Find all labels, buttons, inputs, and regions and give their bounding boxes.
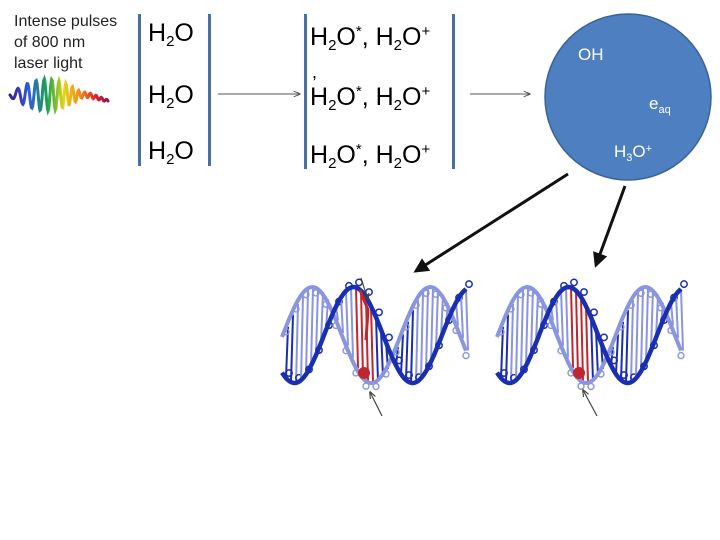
dna-sugar-ring xyxy=(462,351,470,360)
dna-base-pair xyxy=(430,287,434,362)
solvated-electron-label: eaq xyxy=(649,94,671,116)
dna-base-pair xyxy=(375,317,379,382)
dna-base-pair xyxy=(310,287,314,366)
dna-base-pair xyxy=(315,287,319,356)
dna-backbone-front xyxy=(495,284,683,386)
dna-base-pair xyxy=(515,295,519,381)
dna-base-pair xyxy=(420,292,424,379)
dna-base-pair xyxy=(285,326,289,379)
dna-helix-left xyxy=(280,278,473,391)
dna-base-pair xyxy=(640,288,644,372)
dna-base-pair xyxy=(380,329,384,377)
dna-sugar-ring xyxy=(677,351,685,360)
dna-damage-site xyxy=(358,367,370,379)
dna-base-pair xyxy=(555,297,559,334)
dna-backbone-back xyxy=(280,284,468,386)
excited-ion-row-1: H2O*, H2O+ xyxy=(310,23,431,54)
hydronium-label: H3O+ xyxy=(614,142,653,164)
dna-base-pair xyxy=(350,287,354,358)
excited-ion-row-2: H2O*, H2O+ xyxy=(310,83,431,114)
dna-base-pair xyxy=(625,310,629,383)
water-molecule-3: H2O xyxy=(148,137,194,168)
dna-base-pair xyxy=(560,290,564,346)
dna-base-pair xyxy=(650,289,654,351)
water-molecule-2: H2O xyxy=(148,81,194,112)
dna-backbone-back xyxy=(495,284,683,386)
dna-base-pair xyxy=(305,289,309,375)
dna-base-pair xyxy=(675,294,679,339)
damage-pointer-left-bottom xyxy=(370,392,383,417)
dna-base-pair xyxy=(535,292,539,343)
dna-damage-site xyxy=(573,367,585,379)
dna-base-pair xyxy=(645,287,649,362)
stray-mark: , xyxy=(312,62,318,82)
dna-backbone-front xyxy=(280,284,468,386)
dna-helix-right xyxy=(495,278,688,391)
bracket-col1-left xyxy=(138,14,141,166)
dna-base-pair xyxy=(500,326,504,379)
dna-base-pair xyxy=(635,292,639,379)
dna-base-pair xyxy=(460,294,464,339)
bracket-col2-right xyxy=(452,14,455,169)
dna-base-pair xyxy=(595,329,599,377)
dna-base-pair xyxy=(295,303,299,383)
water-molecule-1: H2O xyxy=(148,19,194,50)
arrow-to-dna-left xyxy=(413,172,569,273)
dna-sugar-ring xyxy=(680,280,688,289)
dna-base-pair xyxy=(580,297,584,382)
dna-base-pair xyxy=(530,287,534,356)
dna-base-pair xyxy=(300,295,304,381)
dna-sugar-ring xyxy=(465,280,473,289)
dna-base-pair xyxy=(585,306,589,384)
dna-base-pair xyxy=(415,300,419,383)
dna-base-pair xyxy=(360,290,364,377)
dna-base-pair xyxy=(520,289,524,375)
dna-base-pair xyxy=(440,294,444,338)
dna-base-pair xyxy=(400,334,404,375)
dna-base-pair xyxy=(405,321,409,381)
dna-base-pair xyxy=(425,288,429,372)
dna-base-pair xyxy=(290,314,294,383)
dna-sugar-ring xyxy=(570,278,578,287)
dna-base-pair xyxy=(680,289,684,351)
dna-base-pair xyxy=(345,290,349,346)
laser-label: Intense pulses of 800 nm laser light xyxy=(14,13,118,72)
dna-damage-strand xyxy=(358,289,370,341)
products-circle xyxy=(544,13,712,181)
dna-base-pair xyxy=(410,310,414,383)
dna-sugar-ring xyxy=(580,288,588,297)
dna-base-pair xyxy=(505,314,509,383)
dna-base-pair xyxy=(525,287,529,366)
hydroxyl-radical-label: OH xyxy=(578,45,604,64)
dna-base-pair xyxy=(465,289,469,351)
dna-base-pair xyxy=(570,287,574,368)
dna-base-pair xyxy=(510,303,514,383)
dna-base-pair xyxy=(615,334,619,375)
excited-ion-row-3: H2O*, H2O+ xyxy=(310,141,431,172)
damage-pointer-right-bottom xyxy=(583,390,598,417)
dna-base-pair xyxy=(435,289,439,351)
dna-base-pair xyxy=(620,321,624,381)
dna-base-pair xyxy=(655,294,659,338)
dna-base-pair xyxy=(355,287,359,368)
dna-base-pair xyxy=(320,292,324,343)
dna-base-pair xyxy=(590,317,594,382)
dna-base-pair xyxy=(340,297,344,334)
arrow-to-dna-right xyxy=(593,185,627,268)
dna-base-pair xyxy=(565,287,569,358)
dna-base-pair xyxy=(575,290,579,377)
bracket-col2-left xyxy=(304,14,307,169)
dna-base-pair xyxy=(630,300,634,383)
laser-pulse-icon xyxy=(8,74,110,116)
damage-pointer-left-top xyxy=(360,277,368,300)
bracket-col1-right xyxy=(208,14,211,166)
dna-base-pair xyxy=(370,306,374,384)
